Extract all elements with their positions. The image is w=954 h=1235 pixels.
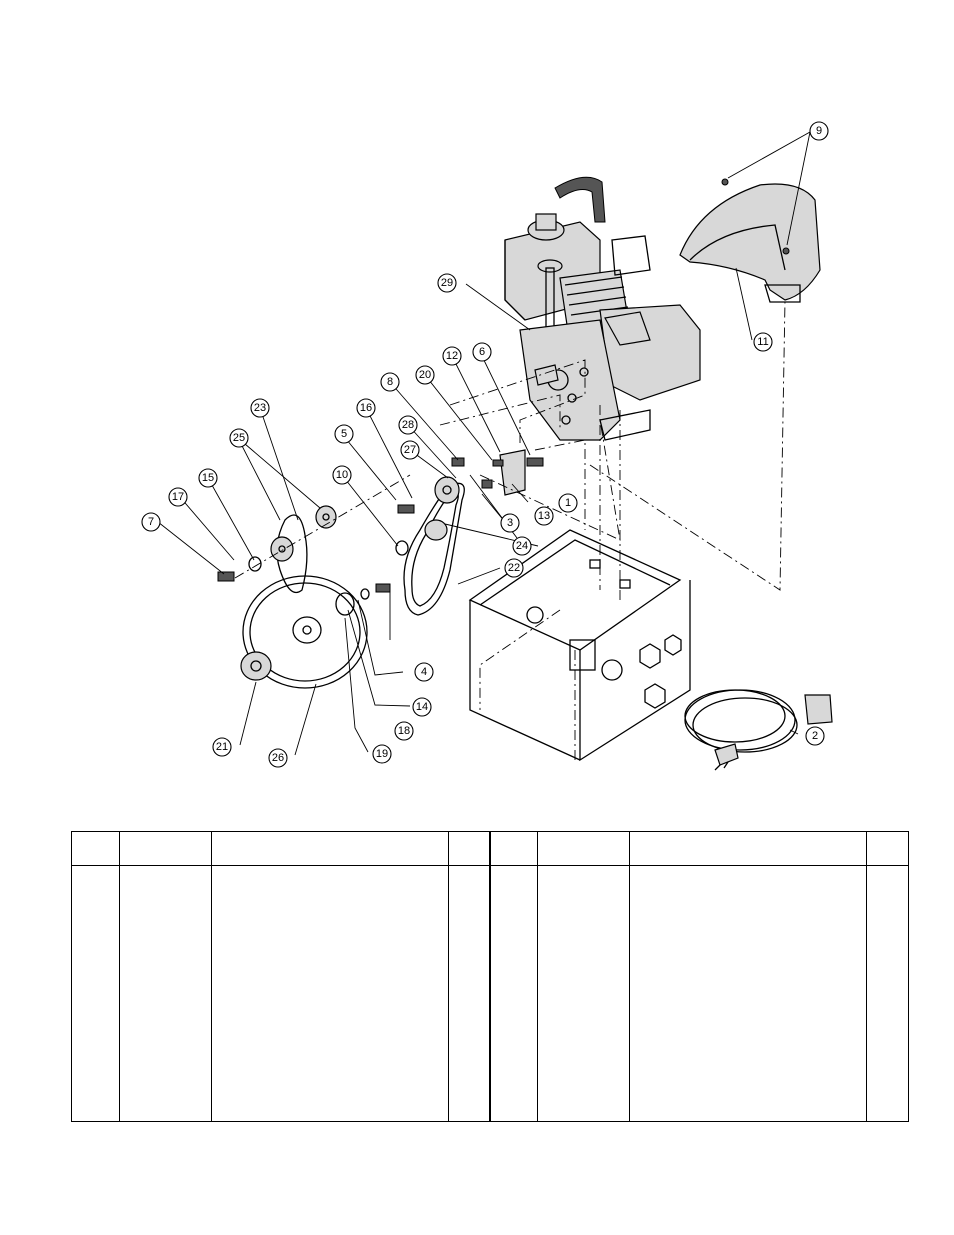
pulley-assembly-illustration xyxy=(217,504,415,689)
callout-24: 24 xyxy=(512,536,532,556)
leader-lines xyxy=(157,131,811,756)
svg-text:15: 15 xyxy=(202,472,214,484)
svg-text:2: 2 xyxy=(812,730,818,742)
callout-26: 26 xyxy=(268,748,288,768)
svg-text:16: 16 xyxy=(360,402,372,414)
callout-18: 18 xyxy=(394,721,414,741)
callout-8: 8 xyxy=(380,372,400,392)
callout-23: 23 xyxy=(250,398,270,418)
header-divider xyxy=(72,865,490,866)
svg-text:28: 28 xyxy=(402,419,414,431)
svg-text:14: 14 xyxy=(416,701,428,713)
frame-illustration xyxy=(468,529,691,762)
svg-text:23: 23 xyxy=(254,402,266,414)
part-number-column xyxy=(120,832,212,1121)
callout-5: 5 xyxy=(334,424,354,444)
qty-column xyxy=(867,832,907,1121)
callout-19: 19 xyxy=(372,744,392,764)
svg-text:12: 12 xyxy=(446,350,458,362)
callout-12: 12 xyxy=(442,346,462,366)
svg-text:5: 5 xyxy=(341,428,347,440)
svg-text:1: 1 xyxy=(565,497,571,509)
part-number-column xyxy=(538,832,630,1121)
svg-text:26: 26 xyxy=(272,752,284,764)
power-cord-illustration xyxy=(684,689,833,771)
callout-3: 3 xyxy=(500,513,520,533)
svg-text:24: 24 xyxy=(516,540,528,552)
ref-column xyxy=(72,832,120,1121)
callout-11: 11 xyxy=(753,332,773,352)
callout-14: 14 xyxy=(412,697,432,717)
svg-text:27: 27 xyxy=(404,444,416,456)
header-divider xyxy=(491,865,908,866)
parts-table-right xyxy=(489,831,909,1122)
qty-column xyxy=(449,832,490,1121)
svg-text:25: 25 xyxy=(233,432,245,444)
belt-cover-illustration xyxy=(679,178,821,303)
svg-text:22: 22 xyxy=(508,562,520,574)
callout-27: 27 xyxy=(400,440,420,460)
callout-17: 17 xyxy=(168,487,188,507)
parts-table-left xyxy=(71,831,491,1122)
callout-25: 25 xyxy=(229,428,249,448)
ref-column xyxy=(491,832,538,1121)
svg-text:21: 21 xyxy=(216,741,228,753)
alignment-lines xyxy=(234,299,786,760)
svg-text:7: 7 xyxy=(148,516,154,528)
svg-text:9: 9 xyxy=(816,125,822,137)
callout-6: 6 xyxy=(472,342,492,362)
callout-21: 21 xyxy=(212,737,232,757)
svg-text:18: 18 xyxy=(398,725,410,737)
svg-text:11: 11 xyxy=(757,336,768,348)
svg-text:10: 10 xyxy=(336,469,348,481)
callout-16: 16 xyxy=(356,398,376,418)
svg-text:6: 6 xyxy=(479,346,485,358)
svg-text:8: 8 xyxy=(387,376,393,388)
svg-text:4: 4 xyxy=(421,666,427,678)
callout-22: 22 xyxy=(504,558,524,578)
callout-9: 9 xyxy=(809,121,829,141)
svg-text:3: 3 xyxy=(507,517,513,529)
svg-text:20: 20 xyxy=(419,369,431,381)
exploded-parts-diagram: 1 2 3 4 5 6 7 8 9 10 11 12 13 14 15 16 1… xyxy=(141,121,833,771)
callout-20: 20 xyxy=(415,365,435,385)
svg-text:17: 17 xyxy=(172,491,184,503)
callout-7: 7 xyxy=(141,512,161,532)
svg-text:29: 29 xyxy=(441,277,453,289)
belt-illustration xyxy=(403,449,544,616)
callout-10: 10 xyxy=(332,465,352,485)
description-column xyxy=(212,832,449,1121)
svg-text:13: 13 xyxy=(538,510,550,522)
parts-list-table xyxy=(71,831,909,1124)
svg-text:19: 19 xyxy=(376,748,388,760)
callout-13: 13 xyxy=(534,506,554,526)
callout-15: 15 xyxy=(198,468,218,488)
callout-2: 2 xyxy=(805,726,825,746)
callout-4: 4 xyxy=(414,662,434,682)
callout-29: 29 xyxy=(437,273,457,293)
callout-28: 28 xyxy=(398,415,418,435)
callout-1: 1 xyxy=(558,493,578,513)
description-column xyxy=(630,832,867,1121)
